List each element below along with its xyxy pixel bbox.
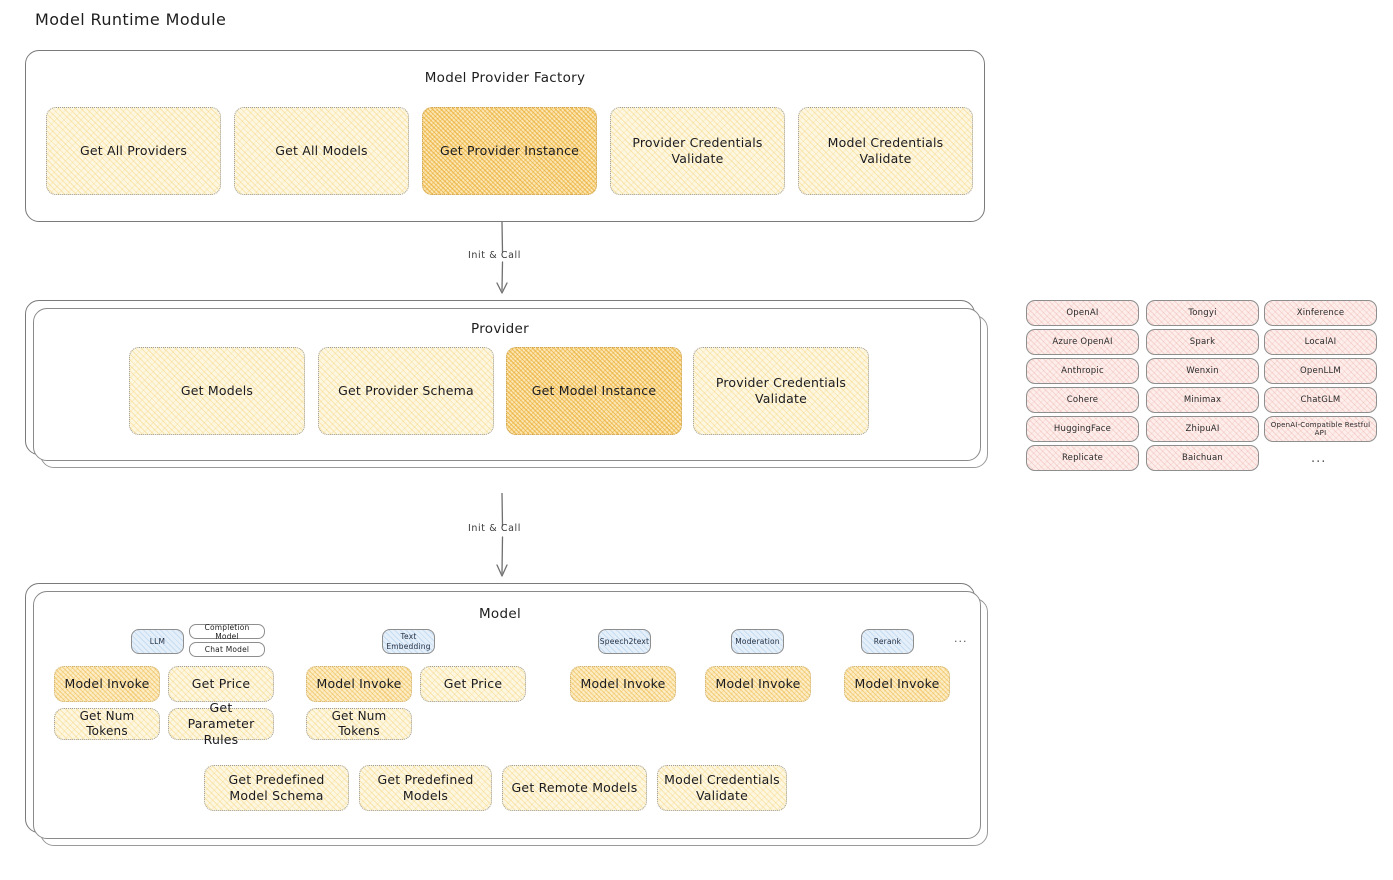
llm-op-get-price[interactable]: Get Price: [168, 666, 274, 702]
provider-chip-chatglm[interactable]: ChatGLM: [1264, 387, 1377, 413]
provider-chip-anthropic[interactable]: Anthropic: [1026, 358, 1139, 384]
model-tag-completion-model[interactable]: Completion Model: [189, 623, 265, 641]
factory-node-model-credentials-validate[interactable]: Model Credentials Validate: [798, 107, 973, 195]
arrow-1-icon: [496, 221, 508, 294]
provider-chip-zhipuai[interactable]: ZhipuAI: [1146, 416, 1259, 442]
moderation-op-model-invoke[interactable]: Model Invoke: [705, 666, 811, 702]
provider-list-ellipsis: ...: [1311, 451, 1327, 466]
provider-chip-azure-openai[interactable]: Azure OpenAI: [1026, 329, 1139, 355]
provider-chip-openai-compatible-restful-api[interactable]: OpenAI-Compatible Restful API: [1264, 416, 1377, 442]
provider-chip-tongyi[interactable]: Tongyi: [1146, 300, 1259, 326]
provider-node-get-model-instance[interactable]: Get Model Instance: [506, 347, 682, 435]
factory-node-get-all-providers[interactable]: Get All Providers: [46, 107, 221, 195]
provider-chip-minimax[interactable]: Minimax: [1146, 387, 1259, 413]
provider-chip-wenxin[interactable]: Wenxin: [1146, 358, 1259, 384]
model-title: Model: [478, 606, 522, 622]
factory-node-get-all-models[interactable]: Get All Models: [234, 107, 409, 195]
model-type-badge-text-embedding[interactable]: Text Embedding: [382, 629, 435, 654]
model-shared-op-get-predefined-models[interactable]: Get Predefined Models: [359, 765, 492, 811]
model-provider-factory-title: Model Provider Factory: [424, 70, 586, 86]
page-title: Model Runtime Module: [35, 10, 227, 29]
provider-chip-huggingface[interactable]: HuggingFace: [1026, 416, 1139, 442]
model-shared-op-get-predefined-model-schema[interactable]: Get Predefined Model Schema: [204, 765, 349, 811]
text-embedding-op-get-num-tokens[interactable]: Get Num Tokens: [306, 708, 412, 740]
provider-panel: Provider Get Models Get Provider Schema …: [25, 300, 988, 468]
provider-node-provider-credentials-validate[interactable]: Provider Credentials Validate: [693, 347, 869, 435]
provider-node-get-models[interactable]: Get Models: [129, 347, 305, 435]
provider-chip-baichuan[interactable]: Baichuan: [1146, 445, 1259, 471]
provider-chip-cohere[interactable]: Cohere: [1026, 387, 1139, 413]
model-panel: Model LLM Completion Model Chat Model Mo…: [25, 583, 988, 846]
provider-chip-localai[interactable]: LocalAI: [1264, 329, 1377, 355]
arrow-2-icon: [496, 492, 508, 577]
model-type-badge-moderation[interactable]: Moderation: [731, 629, 784, 654]
llm-op-get-num-tokens[interactable]: Get Num Tokens: [54, 708, 160, 740]
model-types-ellipsis: ...: [954, 632, 968, 645]
provider-node-get-provider-schema[interactable]: Get Provider Schema: [318, 347, 494, 435]
factory-node-provider-credentials-validate[interactable]: Provider Credentials Validate: [610, 107, 785, 195]
model-provider-factory-panel: Model Provider Factory Get All Providers…: [25, 50, 985, 222]
arrow-provider-to-model: Init & Call: [468, 492, 532, 583]
model-type-badge-speech2text[interactable]: Speech2text: [598, 629, 651, 654]
speech2text-op-model-invoke[interactable]: Model Invoke: [570, 666, 676, 702]
arrow-factory-to-provider: Init & Call: [468, 221, 532, 300]
provider-chip-spark[interactable]: Spark: [1146, 329, 1259, 355]
model-tag-chat-model[interactable]: Chat Model: [189, 642, 265, 657]
provider-chip-xinference[interactable]: Xinference: [1264, 300, 1377, 326]
text-embedding-op-model-invoke[interactable]: Model Invoke: [306, 666, 412, 702]
model-type-badge-llm[interactable]: LLM: [131, 629, 184, 654]
provider-chip-openllm[interactable]: OpenLLM: [1264, 358, 1377, 384]
rerank-op-model-invoke[interactable]: Model Invoke: [844, 666, 950, 702]
provider-title: Provider: [471, 321, 529, 337]
text-embedding-op-get-price[interactable]: Get Price: [420, 666, 526, 702]
arrow-1-label: Init & Call: [468, 250, 521, 261]
llm-op-get-parameter-rules[interactable]: Get Parameter Rules: [168, 700, 274, 747]
model-shared-op-get-remote-models[interactable]: Get Remote Models: [502, 765, 647, 811]
model-type-badge-rerank[interactable]: Rerank: [861, 629, 914, 654]
llm-op-model-invoke[interactable]: Model Invoke: [54, 666, 160, 702]
factory-node-get-provider-instance[interactable]: Get Provider Instance: [422, 107, 597, 195]
provider-chip-openai[interactable]: OpenAI: [1026, 300, 1139, 326]
arrow-2-label: Init & Call: [468, 523, 521, 534]
provider-chip-replicate[interactable]: Replicate: [1026, 445, 1139, 471]
model-shared-op-model-credentials-validate[interactable]: Model Credentials Validate: [657, 765, 787, 811]
